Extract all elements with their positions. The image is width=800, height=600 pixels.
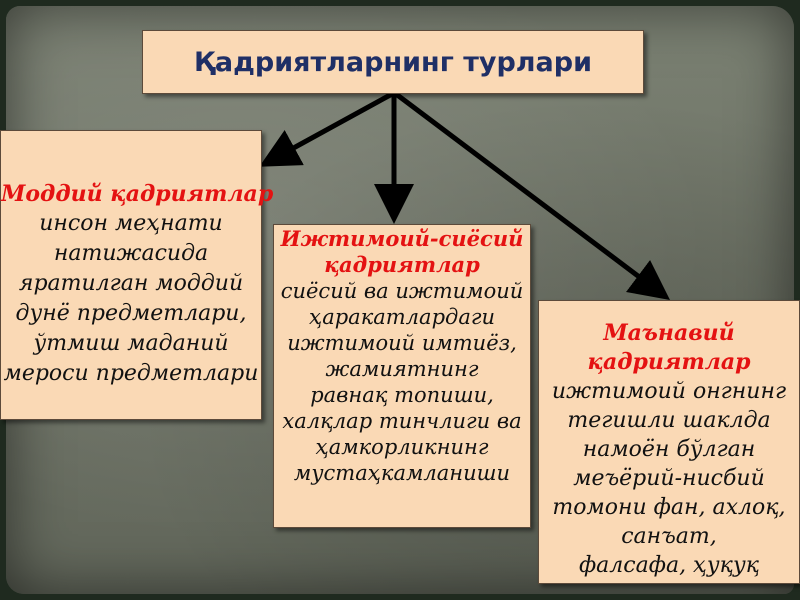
box-text-line: мероси предметлари	[3, 361, 259, 386]
box-text-line: ижтимоий онгнинг	[551, 379, 787, 404]
diagram-title: Қадриятларнинг турлари	[193, 46, 593, 78]
box-text-line: ҳамкорликнинг	[315, 435, 489, 459]
box-text-line: намоён бўлган	[582, 437, 756, 462]
spiritual-heading-line: Маънавий	[603, 320, 735, 346]
box-text-line: халқлар тинчлиги ва	[282, 409, 522, 433]
spiritual-values-box: Маънавий қадриятлар ижтимоий онгнинг тег…	[538, 300, 800, 584]
box-text-line: меъёрий-нисбий	[573, 466, 765, 491]
box-text-line: дунё предметлари,	[15, 301, 247, 326]
socio-political-heading-line: Ижтимоий-сиёсий	[280, 226, 524, 251]
box-text-line: ижтимоий имтиёз,	[287, 331, 517, 355]
box-text-line: инсон меҳнати	[39, 211, 223, 236]
socio-political-heading-line: қадриятлар	[324, 252, 480, 277]
box-text-line: ҳаракатлардаги	[309, 305, 495, 329]
box-text-line: томони фан, ахлоқ,	[552, 495, 786, 520]
box-text-line: равнақ топиши,	[310, 383, 494, 407]
box-text-line: жамиятнинг	[325, 357, 479, 381]
material-values-box: Моддий қадриятлар инсон меҳнати натижаси…	[0, 130, 274, 420]
socio-political-values-box: Ижтимоий-сиёсий қадриятлар сиёсий ва ижт…	[273, 224, 531, 528]
box-text-line: фалсафа, ҳуқуқ	[578, 553, 760, 578]
box-text-line: яратилган моддий	[18, 271, 244, 296]
box-text-line: тегишли шаклда	[567, 408, 771, 433]
arrow-to-right	[394, 92, 670, 301]
box-text-line: мустаҳкамланиши	[293, 461, 511, 485]
box-text-line: ўтмиш маданий	[33, 331, 229, 356]
title-box: Қадриятларнинг турлари	[142, 30, 644, 94]
spiritual-heading-line: қадриятлар	[587, 349, 751, 375]
arrow-to-left	[259, 91, 394, 167]
box-text-line: санъат,	[621, 524, 717, 549]
box-text-line: натижасида	[53, 241, 209, 266]
box-text-line: сиёсий ва ижтимоий	[280, 279, 524, 303]
material-values-heading: Моддий қадриятлар	[1, 181, 274, 207]
